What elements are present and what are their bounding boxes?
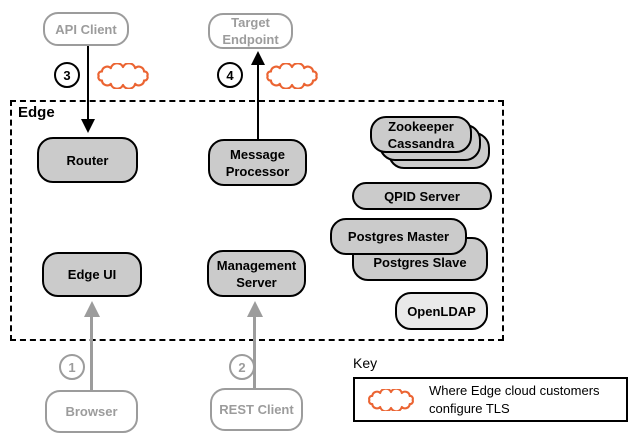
cassandra-label: Cassandra: [387, 135, 455, 151]
edge-ui-node: Edge UI: [42, 252, 142, 297]
zookeeper-cassandra-node: Zookeeper Cassandra: [370, 116, 472, 153]
step-4-badge: 4: [217, 62, 243, 88]
management-server-label: Management Server: [216, 257, 297, 290]
tls-cloud-icon: [266, 63, 318, 89]
target-endpoint-label: Target Endpoint: [222, 15, 279, 47]
postgres-master-label: Postgres Master: [347, 229, 450, 244]
tls-cloud-icon: [368, 388, 414, 411]
router-label: Router: [66, 152, 109, 168]
key-title: Key: [353, 355, 378, 371]
key-legend-box: Where Edge cloud customers configure TLS: [353, 377, 628, 422]
step-3-badge: 3: [54, 62, 80, 88]
target-endpoint-node: Target Endpoint: [208, 13, 293, 49]
postgres-master-node: Postgres Master: [330, 218, 467, 255]
arrow-browser-to-ui-stem: [90, 317, 93, 390]
edge-ui-label: Edge UI: [67, 267, 117, 282]
tls-cloud-icon: [97, 63, 149, 89]
key-legend-line1: Where Edge cloud customers: [429, 382, 600, 398]
router-node: Router: [37, 137, 138, 183]
step-2-badge: 2: [229, 354, 255, 380]
step-1-badge: 1: [59, 354, 85, 380]
edge-boundary-box: Edge: [10, 100, 504, 341]
key-legend-line2: configure TLS: [429, 400, 510, 416]
management-server-node: Management Server: [207, 250, 306, 297]
browser-label: Browser: [65, 404, 118, 419]
qpid-server-label: QPID Server: [384, 188, 460, 204]
edge-boundary-label: Edge: [18, 104, 55, 121]
postgres-slave-label: Postgres Slave: [373, 255, 467, 270]
qpid-server-node: QPID Server: [352, 182, 492, 210]
zookeeper-label: Zookeeper: [388, 118, 454, 134]
step-1-label: 1: [68, 359, 76, 375]
message-processor-label: Message Processor: [225, 146, 290, 179]
browser-node: Browser: [45, 390, 138, 433]
arrow-api-to-router-head: [81, 119, 95, 133]
arrow-rest-to-mgmt-head: [247, 301, 263, 317]
message-processor-node: Message Processor: [208, 139, 307, 186]
key-legend-text: Where Edge cloud customers configure TLS: [429, 382, 600, 418]
arrow-browser-to-ui-head: [84, 301, 100, 317]
rest-client-label: REST Client: [219, 402, 294, 417]
openldap-node: OpenLDAP: [395, 292, 488, 330]
openldap-label: OpenLDAP: [407, 303, 476, 319]
arrow-rest-to-mgmt-stem: [253, 317, 256, 388]
api-client-label: API Client: [55, 21, 117, 37]
arrow-mp-to-target-head: [251, 51, 265, 65]
step-4-label: 4: [226, 67, 234, 83]
step-3-label: 3: [63, 67, 71, 83]
api-client-node: API Client: [43, 12, 129, 46]
rest-client-node: REST Client: [210, 388, 303, 431]
arrow-api-to-router-stem: [87, 46, 89, 120]
step-2-label: 2: [238, 359, 246, 375]
